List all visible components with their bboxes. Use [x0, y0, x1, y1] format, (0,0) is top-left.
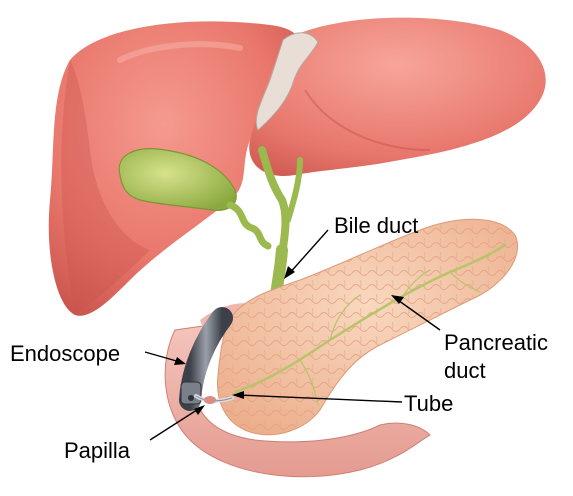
label-endoscope: Endoscope: [10, 341, 120, 366]
label-pancreatic-duct-line1: Pancreatic: [444, 330, 548, 355]
label-pancreatic-duct-line2: duct: [444, 358, 486, 383]
label-papilla: Papilla: [64, 438, 131, 463]
label-tube: Tube: [404, 391, 453, 416]
bile-duct-leader: [288, 230, 328, 275]
pancreas: [217, 219, 517, 434]
label-bile-duct: Bile duct: [334, 213, 418, 238]
papilla: [204, 396, 216, 404]
